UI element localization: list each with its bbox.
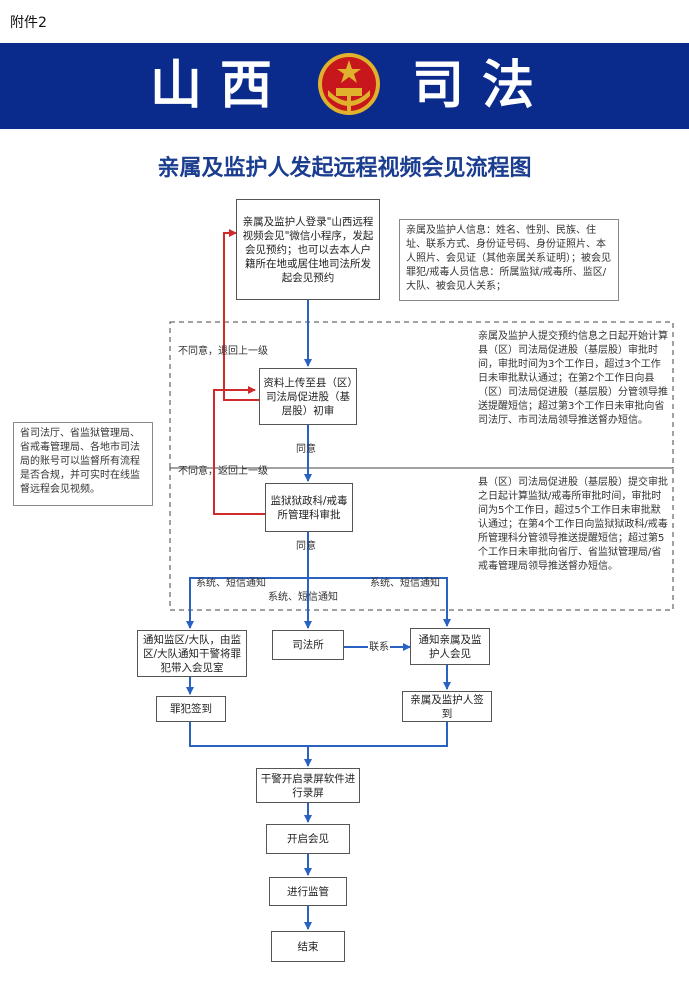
notify-family-node: 通知亲属及监护人会见	[410, 628, 490, 665]
prison-approval-node: 监狱狱政科/戒毒所管理科审批	[265, 483, 353, 532]
info-note: 亲属及监护人信息：姓名、性别、民族、住址、联系方式、身份证号码、身份证照片、本人…	[399, 219, 619, 301]
notify-area-node: 通知监区/大队，由监区/大队通知干警将罪犯带入会见室	[137, 630, 247, 677]
banner-left-text: 山西	[150, 56, 291, 116]
county-initial-review-node: 资料上传至县（区）司法局促进股（基层股）初审	[259, 368, 357, 425]
county-review-region	[169, 321, 674, 469]
supervision-note: 省司法厅、省监狱管理局、省戒毒管理局、各地市司法局的账号可以监督所有流程是否合规…	[13, 422, 153, 506]
justice-emblem-icon	[318, 53, 380, 115]
county-time-note: 亲属及监护人提交预约信息之日起开始计算县（区）司法局促进股（基层股）审批时间，审…	[478, 331, 668, 426]
family-sign-in-node: 亲属及监护人签到	[402, 691, 492, 722]
sms-notify-label-left: 系统、短信通知	[196, 578, 266, 589]
prisoner-sign-in-node: 罪犯签到	[156, 696, 226, 722]
screen-recording-node: 干警开启录屏软件进行录屏	[256, 768, 360, 803]
prison-review-region	[169, 467, 674, 611]
contact-label: 联系	[368, 638, 390, 653]
sms-notify-label-mid: 系统、短信通知	[268, 592, 338, 603]
end-node: 结束	[271, 931, 345, 962]
reject-return-label-2: 不同意，返回上一级	[178, 466, 268, 477]
start-node: 亲属及监护人登录"山西远程视频会见"微信小程序，发起会见预约；也可以去本人户籍所…	[236, 199, 380, 300]
reject-return-label-1: 不同意，退回上一级	[178, 346, 268, 357]
flowchart-title: 亲属及监护人发起远程视频会见流程图	[157, 156, 532, 181]
start-meeting-node: 开启会见	[266, 824, 350, 854]
agree-label-1: 同意	[296, 444, 316, 455]
banner-right-text: 司法	[412, 56, 553, 116]
sms-notify-label-right: 系统、短信通知	[370, 578, 440, 589]
agree-label-2: 同意	[296, 541, 316, 552]
attachment-label: 附件2	[10, 15, 47, 31]
monitoring-node: 进行监管	[269, 877, 347, 906]
prison-time-note: 县（区）司法局促进股（基层股）提交审批之日起计算监狱/戒毒所审批时间，审批时间为…	[478, 477, 668, 572]
judicial-office-node: 司法所	[272, 630, 344, 660]
